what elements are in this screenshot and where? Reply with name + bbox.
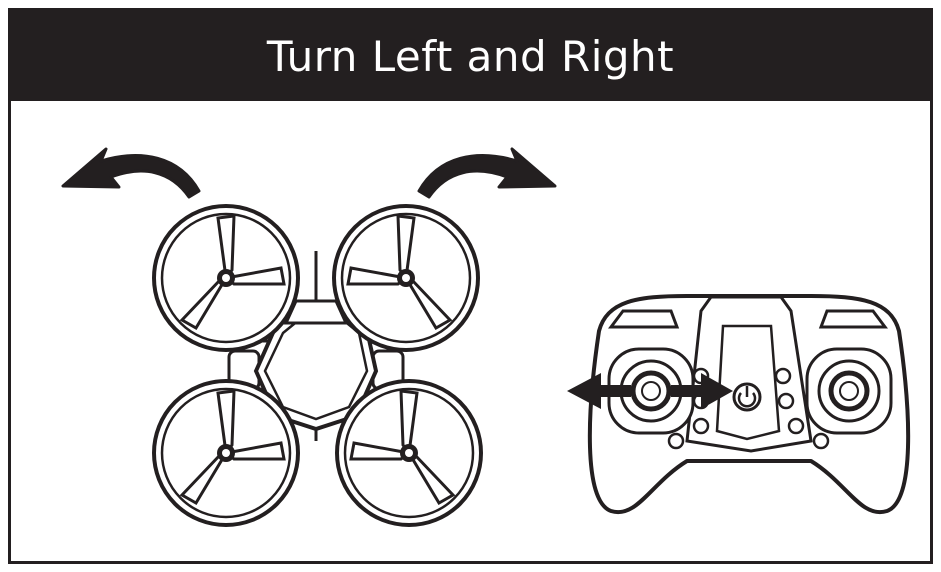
quadcopter-drone [154, 206, 481, 525]
rotor-rear-left [154, 381, 298, 525]
stick-left-arrow [567, 373, 631, 409]
stick-right-arrow [671, 373, 733, 409]
page-title: Turn Left and Right [266, 31, 675, 81]
rotor-front-right [334, 206, 478, 350]
title-bar: Turn Left and Right [11, 11, 930, 101]
turn-left-arrow [61, 147, 201, 199]
rotor-rear-right [337, 381, 481, 525]
remote-controller [567, 294, 911, 515]
right-joystick [805, 347, 893, 435]
instruction-panel: Turn Left and Right [8, 8, 933, 564]
instruction-illustration [61, 147, 911, 561]
power-button-icon [732, 382, 762, 412]
turn-right-arrow [417, 147, 557, 199]
rotor-front-left [154, 206, 298, 350]
